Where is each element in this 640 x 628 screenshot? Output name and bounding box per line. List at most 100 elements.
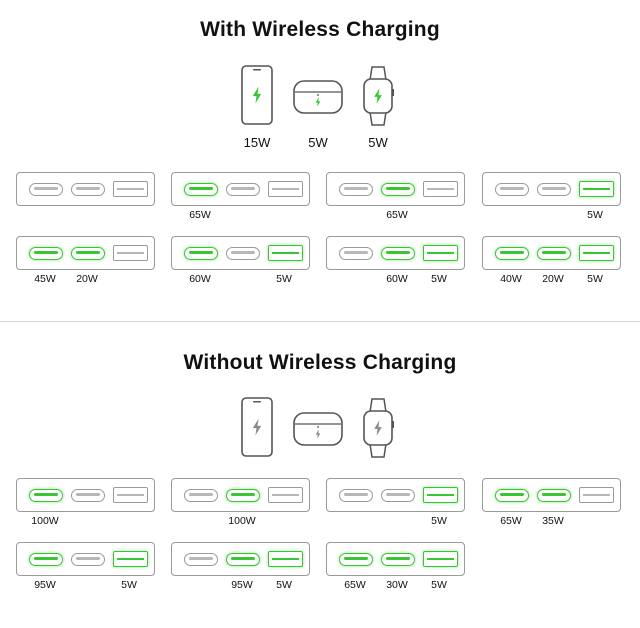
- charging-bolt-icon: [252, 418, 262, 436]
- section-title: Without Wireless Charging: [183, 351, 457, 374]
- usb-a-port: [423, 245, 458, 261]
- usb-c-port: [71, 488, 105, 502]
- usb-c-port: [226, 246, 260, 260]
- charging-hub: [171, 236, 310, 270]
- usb-c-port: [226, 182, 260, 196]
- usb-c-port: [537, 182, 571, 196]
- usb-c-port: [29, 488, 63, 502]
- port-wattage-label: 5W: [276, 579, 292, 591]
- usb-c-port: [495, 182, 529, 196]
- charging-hub: [326, 478, 465, 512]
- usb-c-port: [184, 182, 218, 196]
- usb-c-port: [71, 182, 105, 196]
- usb-a-port: [579, 245, 614, 261]
- charging-hub: [16, 236, 155, 270]
- usb-c-port: [339, 182, 373, 196]
- port-wattage-label: 5W: [276, 273, 292, 285]
- usb-a-port: [113, 487, 148, 503]
- section-title: With Wireless Charging: [200, 18, 440, 41]
- usb-c-port: [29, 182, 63, 196]
- usb-c-port: [495, 246, 529, 260]
- charging-hub: [171, 478, 310, 512]
- usb-a-port: [268, 181, 303, 197]
- usb-a-port: [579, 487, 614, 503]
- usb-c-port: [381, 488, 415, 502]
- charging-hub: [171, 542, 310, 576]
- usb-c-port: [537, 488, 571, 502]
- usb-c-port: [339, 552, 373, 566]
- usb-c-port: [184, 246, 218, 260]
- port-wattage-label: 5W: [587, 273, 603, 285]
- usb-a-port: [113, 245, 148, 261]
- port-wattage-label: 30W: [386, 579, 408, 591]
- charging-bolt-icon: [252, 86, 262, 104]
- usb-a-port: [423, 551, 458, 567]
- phone-icon: [241, 65, 273, 125]
- earbuds-case-icon: [293, 80, 343, 114]
- phone-icon: [241, 397, 273, 457]
- charging-bolt-icon: [315, 97, 321, 107]
- charging-bolt-icon: [315, 429, 321, 439]
- usb-c-port: [29, 552, 63, 566]
- usb-c-port: [381, 182, 415, 196]
- port-wattage-label: 95W: [231, 579, 253, 591]
- usb-c-port: [184, 552, 218, 566]
- watch-icon: [363, 398, 394, 458]
- port-wattage-label: 60W: [189, 273, 211, 285]
- port-wattage-label: 5W: [587, 209, 603, 221]
- usb-c-port: [339, 246, 373, 260]
- charging-bolt-icon: [374, 420, 382, 436]
- watch-icon: [363, 66, 394, 126]
- usb-c-port: [381, 552, 415, 566]
- usb-c-port: [71, 246, 105, 260]
- device-wattage-label: 15W: [243, 135, 271, 150]
- usb-a-port: [268, 245, 303, 261]
- port-wattage-label: 5W: [431, 515, 447, 527]
- charging-hub: [482, 236, 621, 270]
- usb-c-port: [339, 488, 373, 502]
- port-wattage-label: 60W: [386, 273, 408, 285]
- charging-hub: [16, 172, 155, 206]
- usb-a-port: [113, 551, 148, 567]
- port-wattage-label: 40W: [500, 273, 522, 285]
- port-wattage-label: 100W: [228, 515, 256, 527]
- usb-c-port: [71, 552, 105, 566]
- usb-c-port: [495, 488, 529, 502]
- port-wattage-label: 95W: [34, 579, 56, 591]
- usb-c-port: [184, 488, 218, 502]
- usb-a-port: [579, 181, 614, 197]
- port-wattage-label: 65W: [344, 579, 366, 591]
- device-wattage-label: 5W: [308, 135, 328, 150]
- port-wattage-label: 45W: [34, 273, 56, 285]
- usb-c-port: [381, 246, 415, 260]
- usb-a-port: [113, 181, 148, 197]
- charging-hub: [326, 236, 465, 270]
- port-wattage-label: 20W: [76, 273, 98, 285]
- device-wattage-label: 5W: [368, 135, 388, 150]
- usb-c-port: [537, 246, 571, 260]
- charging-hub: [482, 172, 621, 206]
- usb-a-port: [423, 181, 458, 197]
- charging-hub: [326, 542, 465, 576]
- port-wattage-label: 35W: [542, 515, 564, 527]
- usb-a-port: [423, 487, 458, 503]
- charging-hub: [171, 172, 310, 206]
- charging-hub: [16, 478, 155, 512]
- charging-hub: [482, 478, 621, 512]
- port-wattage-label: 5W: [121, 579, 137, 591]
- port-wattage-label: 65W: [189, 209, 211, 221]
- port-wattage-label: 20W: [542, 273, 564, 285]
- usb-a-port: [268, 551, 303, 567]
- port-wattage-label: 5W: [431, 579, 447, 591]
- port-wattage-label: 65W: [386, 209, 408, 221]
- section-divider: [0, 321, 640, 322]
- port-wattage-label: 65W: [500, 515, 522, 527]
- charging-hub: [326, 172, 465, 206]
- usb-a-port: [268, 487, 303, 503]
- charging-hub: [16, 542, 155, 576]
- earbuds-case-icon: [293, 412, 343, 446]
- port-wattage-label: 5W: [431, 273, 447, 285]
- charging-bolt-icon: [374, 88, 382, 104]
- usb-c-port: [226, 552, 260, 566]
- usb-c-port: [29, 246, 63, 260]
